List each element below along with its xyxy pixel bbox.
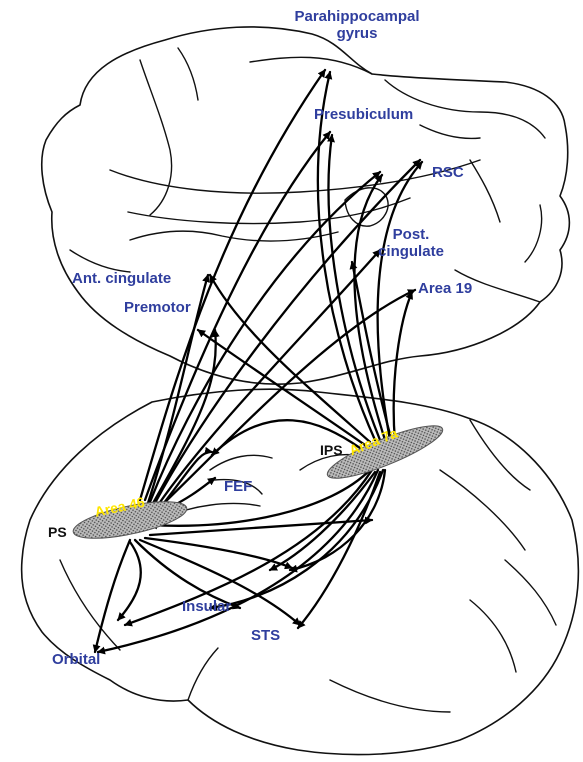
- label-insular: Insular: [182, 598, 231, 615]
- label-post-cingulate: Post. cingulate: [366, 226, 456, 260]
- label-parahippocampal-gyrus: Parahippocampal gyrus: [276, 8, 438, 42]
- label-orbital: Orbital: [52, 651, 100, 668]
- area7a-projections: [98, 72, 422, 652]
- label-premotor: Premotor: [124, 299, 191, 316]
- label-post-cingulate-line1: Post.: [366, 226, 456, 243]
- label-sts: STS: [251, 627, 280, 644]
- label-presubiculum: Presubiculum: [314, 106, 413, 123]
- label-parahippocampal-line1: Parahippocampal: [276, 8, 438, 25]
- label-area-19: Area 19: [418, 280, 472, 297]
- label-parahippocampal-line2: gyrus: [276, 25, 438, 42]
- label-ant-cingulate: Ant. cingulate: [72, 270, 171, 287]
- label-post-cingulate-line2: cingulate: [366, 243, 456, 260]
- label-rsc: RSC: [432, 164, 464, 181]
- label-ps: PS: [48, 524, 67, 541]
- lateral-hemisphere-outline: [22, 389, 579, 754]
- label-ips: IPS: [320, 442, 343, 459]
- label-fef: FEF: [224, 478, 252, 495]
